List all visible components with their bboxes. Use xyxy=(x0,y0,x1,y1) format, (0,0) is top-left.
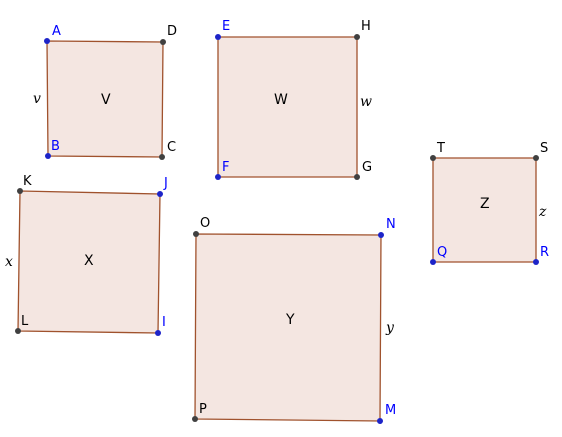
point-t-label: T xyxy=(436,141,445,156)
square-y-side-label: y xyxy=(385,320,395,336)
point-j-label: J xyxy=(163,176,168,191)
square-w[interactable]: W w E H G F xyxy=(215,19,372,180)
point-o[interactable] xyxy=(193,231,199,237)
point-r-label: R xyxy=(540,245,549,260)
point-h-label: H xyxy=(361,19,371,34)
point-n-label: N xyxy=(386,217,396,232)
point-l[interactable] xyxy=(15,328,21,334)
point-b-label: B xyxy=(51,139,60,154)
point-m-label: M xyxy=(385,403,396,418)
square-x[interactable]: X x K J I L xyxy=(5,174,168,336)
point-p-label: P xyxy=(199,402,207,417)
point-f[interactable] xyxy=(215,174,221,180)
point-i-label: I xyxy=(162,315,166,330)
point-c-label: C xyxy=(167,140,176,155)
point-a-label: A xyxy=(52,24,61,39)
square-w-side-label: w xyxy=(360,94,372,110)
square-y[interactable]: Y y O N M P xyxy=(192,216,396,424)
point-g[interactable] xyxy=(354,174,360,180)
point-p[interactable] xyxy=(192,416,198,422)
square-v-name: V xyxy=(101,92,111,108)
point-b[interactable] xyxy=(45,153,51,159)
point-d-label: D xyxy=(167,24,177,39)
point-k-label: K xyxy=(23,174,32,189)
square-y-name: Y xyxy=(285,312,295,328)
point-i[interactable] xyxy=(155,330,161,336)
point-s[interactable] xyxy=(533,155,539,161)
square-v-side-label: v xyxy=(33,91,41,107)
point-e-label: E xyxy=(222,19,230,34)
point-q[interactable] xyxy=(430,259,436,265)
square-x-name: X xyxy=(84,253,94,269)
point-g-label: G xyxy=(362,160,372,175)
point-h[interactable] xyxy=(354,34,360,40)
square-z-name: Z xyxy=(480,196,490,212)
point-c[interactable] xyxy=(159,154,165,160)
point-j[interactable] xyxy=(157,191,163,197)
point-q-label: Q xyxy=(437,245,447,260)
point-k[interactable] xyxy=(17,188,23,194)
point-n[interactable] xyxy=(378,232,384,238)
square-z[interactable]: Z z T S R Q xyxy=(430,141,549,265)
square-x-side-label: x xyxy=(5,254,13,270)
point-e[interactable] xyxy=(215,34,221,40)
point-a[interactable] xyxy=(44,38,50,44)
square-w-name: W xyxy=(274,92,288,108)
point-s-label: S xyxy=(540,141,548,156)
point-r[interactable] xyxy=(533,259,539,265)
point-d[interactable] xyxy=(160,39,166,45)
square-v[interactable]: V v A D C B xyxy=(33,24,177,160)
point-f-label: F xyxy=(222,160,229,175)
square-z-side-label: z xyxy=(538,204,547,220)
point-t[interactable] xyxy=(430,155,436,161)
point-m[interactable] xyxy=(377,418,383,424)
point-l-label: L xyxy=(21,314,29,329)
point-o-label: O xyxy=(200,216,210,231)
